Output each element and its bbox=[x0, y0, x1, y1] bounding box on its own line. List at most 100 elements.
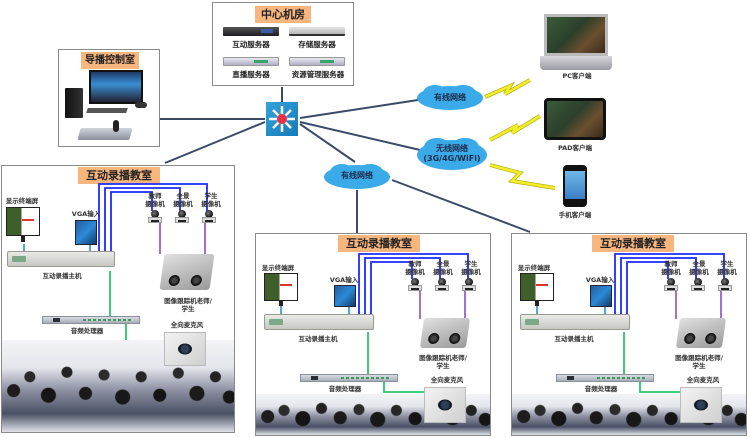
panorama-camera-label: 全景摄像机 bbox=[170, 192, 196, 208]
student-camera-label: 学生摄像机 bbox=[198, 192, 224, 208]
wireless-network-sub: (3G/4G/WiFi) bbox=[423, 154, 481, 163]
image-tracker-icon bbox=[419, 318, 471, 348]
classroom-2: 互动录播教室 显示终端屏 VGA输入 教师摄像机 全景摄像机 学生摄像机 互动录… bbox=[255, 233, 491, 436]
joystick-icon bbox=[113, 120, 119, 132]
audio-processor-icon bbox=[42, 316, 140, 324]
student-camera-icon bbox=[718, 278, 732, 292]
tracker-lens bbox=[427, 333, 440, 344]
recording-host-label: 互动录播主机 bbox=[42, 272, 82, 280]
display-terminal-icon bbox=[264, 273, 298, 301]
wired-network-label-top: 有线网络 bbox=[434, 93, 466, 102]
tracker-label-line1: 图像跟踪机老师/ bbox=[164, 297, 212, 305]
camera-base bbox=[664, 285, 678, 291]
keyboard-icon bbox=[86, 108, 128, 113]
student-camera-label: 学生摄像机 bbox=[714, 260, 740, 276]
vga-monitor-icon bbox=[75, 220, 97, 245]
teacher-camera-label: 教师摄像机 bbox=[658, 260, 684, 276]
link-switch-wired-top bbox=[299, 99, 419, 119]
layer3-switch-icon bbox=[269, 106, 295, 132]
pad-client-label: PAD客户端 bbox=[557, 144, 593, 152]
audio-processor-icon bbox=[300, 374, 398, 382]
camera-label-line2: 摄像机 bbox=[717, 268, 737, 276]
image-tracker-icon bbox=[159, 254, 215, 290]
live-server-icon bbox=[223, 57, 279, 66]
image-tracker-label: 图像跟踪机老师/学生 bbox=[404, 354, 482, 370]
cloud-wireless: 无线网络 (3G/4G/WiFi) bbox=[415, 136, 489, 172]
cloud-icon bbox=[417, 138, 487, 170]
camera-base bbox=[408, 285, 422, 291]
phone-client-label: 手机客户端 bbox=[558, 211, 592, 219]
camera-label-line2: 摄像机 bbox=[145, 200, 165, 208]
ptz-controller-icon bbox=[77, 128, 133, 140]
resource-server-label: 资源管理服务器 bbox=[291, 70, 345, 79]
image-tracker-label: 图像跟踪机老师/学生 bbox=[150, 297, 226, 313]
tracker-lens bbox=[168, 275, 181, 286]
omni-mic-icon bbox=[424, 387, 466, 423]
image-tracker-label: 图像跟踪机老师/学生 bbox=[660, 354, 738, 370]
student-camera-icon bbox=[202, 210, 216, 224]
control-room: 导播控制室 bbox=[58, 49, 160, 147]
tablet-icon bbox=[544, 98, 606, 140]
camera-base bbox=[175, 217, 189, 223]
camera-head bbox=[465, 278, 473, 286]
vga-monitor-icon bbox=[334, 285, 356, 307]
camera-label-line1: 学生 bbox=[204, 192, 218, 200]
wireless-bolt-pad bbox=[489, 114, 542, 142]
camera-label-line2: 摄像机 bbox=[433, 268, 453, 276]
interactive-server-label: 互动服务器 bbox=[232, 40, 270, 49]
student-camera-icon bbox=[462, 278, 476, 292]
pad-client: PAD客户端 bbox=[540, 98, 610, 154]
tracker-label-line2: 学生 bbox=[436, 362, 450, 370]
display-terminal-label: 显示终端屏 bbox=[261, 264, 295, 272]
link-switch-classroom1 bbox=[164, 121, 266, 164]
storage-server-label: 存储服务器 bbox=[298, 40, 336, 49]
vga-input-label: VGA输入 bbox=[71, 210, 101, 218]
classroom-3: 互动录播教室 显示终端屏 VGA输入 教师摄像机 全景摄像机 学生摄像机 互动录… bbox=[511, 233, 747, 436]
tracker-lens bbox=[683, 333, 696, 344]
classroom-title: 互动录播教室 bbox=[592, 235, 674, 252]
smartphone-icon bbox=[563, 165, 587, 207]
panorama-camera-label: 全景摄像机 bbox=[430, 260, 456, 276]
camera-base bbox=[718, 285, 732, 291]
display-terminal-label: 显示终端屏 bbox=[517, 264, 551, 272]
panorama-camera-label: 全景摄像机 bbox=[686, 260, 712, 276]
camera-base bbox=[435, 285, 449, 291]
smartphone-screen bbox=[565, 171, 585, 199]
panorama-camera-icon bbox=[691, 278, 705, 292]
recording-host-icon bbox=[520, 314, 630, 330]
phone-client: 手机客户端 bbox=[552, 165, 598, 223]
omni-mic-icon bbox=[164, 332, 206, 366]
teacher-camera-icon bbox=[408, 278, 422, 292]
camera-head bbox=[721, 278, 729, 286]
audio-processor-label: 音频处理器 bbox=[328, 385, 362, 393]
central-room-title: 中心机房 bbox=[255, 6, 311, 23]
display-terminal-label: 显示终端屏 bbox=[5, 197, 39, 205]
classroom-1: 互动录播教室 显示终端屏 VGA输入 教师摄像机 全景摄像机 学生摄像机 互动录… bbox=[1, 165, 235, 433]
omni-mic-icon bbox=[680, 387, 722, 423]
camera-label-line1: 教师 bbox=[664, 260, 678, 268]
camera-head bbox=[178, 210, 186, 218]
camera-label-line1: 全景 bbox=[176, 192, 190, 200]
gooseneck-mic-icon bbox=[135, 102, 147, 108]
link-switch-wired-mid bbox=[299, 123, 356, 163]
link-wired-mid-classroom3 bbox=[391, 179, 531, 233]
tracker-label-line1: 图像跟踪机老师/ bbox=[419, 354, 467, 362]
audio-processor-label: 音频处理器 bbox=[70, 327, 104, 335]
camera-label-line1: 学生 bbox=[464, 260, 478, 268]
camera-base bbox=[691, 285, 705, 291]
storage-server-icon bbox=[289, 27, 345, 36]
student-camera-label: 学生摄像机 bbox=[458, 260, 484, 276]
panorama-camera-icon bbox=[435, 278, 449, 292]
camera-label-line2: 摄像机 bbox=[201, 200, 221, 208]
tracker-label-line2: 学生 bbox=[181, 305, 195, 313]
recording-host-icon bbox=[264, 314, 374, 330]
teacher-camera-label: 教师摄像机 bbox=[142, 192, 168, 208]
camera-base bbox=[462, 285, 476, 291]
camera-label-line2: 摄像机 bbox=[405, 268, 425, 276]
camera-head bbox=[667, 278, 675, 286]
audio-processor-label: 音频处理器 bbox=[584, 385, 618, 393]
tracker-label-line2: 学生 bbox=[692, 362, 706, 370]
core-switch[interactable] bbox=[266, 102, 298, 136]
wireless-bolt-phone bbox=[489, 163, 556, 190]
recording-host-icon bbox=[7, 251, 115, 267]
